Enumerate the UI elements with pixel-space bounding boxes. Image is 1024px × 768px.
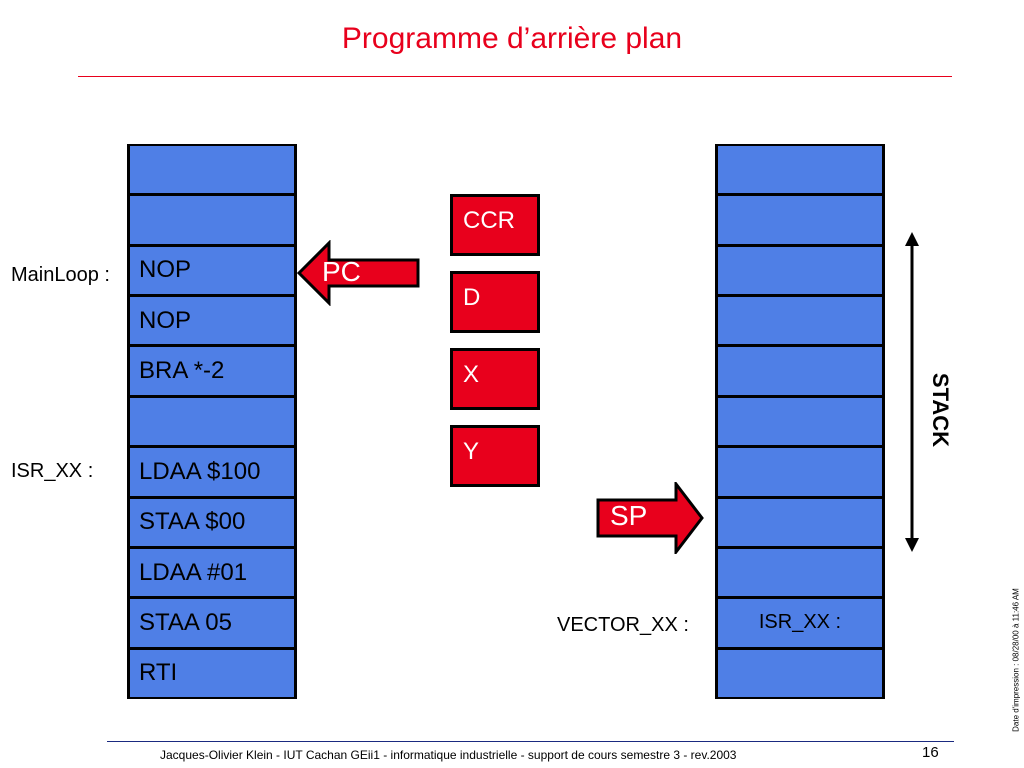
stack-memory-cell <box>718 196 882 244</box>
program-memory-cell <box>130 196 294 244</box>
print-date: Date d'impression : 08/28/00 à 11:46 AM <box>1011 588 1021 732</box>
isr-label: ISR_XX : <box>11 460 94 482</box>
page-number: 16 <box>922 744 939 761</box>
program-memory-cell: BRA *-2 <box>130 347 294 395</box>
footer-text: Jacques-Olivier Klein - IUT Cachan GEii1… <box>160 748 737 762</box>
stack-memory-cell: ISR_XX : <box>718 599 882 647</box>
stack-extent-arrow <box>905 232 919 552</box>
stack-memory: ISR_XX : <box>715 144 885 699</box>
program-memory: NOP NOP BRA *-2 LDAA $100 STAA $00 LDAA … <box>127 144 297 699</box>
slide-title: Programme d’arrière plan <box>341 22 683 55</box>
register-y: Y <box>450 425 540 487</box>
register-ccr: CCR <box>450 194 540 256</box>
program-memory-cell: STAA $00 <box>130 498 294 546</box>
stack-memory-cell <box>718 347 882 395</box>
register-d: D <box>450 271 540 333</box>
stack-memory-cell <box>718 297 882 345</box>
stack-memory-cell <box>718 649 882 697</box>
program-memory-cell: STAA 05 <box>130 599 294 647</box>
program-memory-cell: NOP <box>130 297 294 345</box>
program-memory-cell <box>130 146 294 194</box>
stack-memory-cell <box>718 498 882 546</box>
stack-memory-cell <box>718 397 882 446</box>
sp-label: SP <box>610 500 648 531</box>
program-memory-cell <box>130 397 294 446</box>
sp-arrow <box>596 482 704 554</box>
stack-memory-cell <box>718 246 882 295</box>
title-divider <box>78 76 952 77</box>
stack-label: STACK <box>928 372 953 448</box>
stack-memory-cell <box>718 448 882 496</box>
program-memory-cell: RTI <box>130 649 294 697</box>
register-x: X <box>450 348 540 410</box>
mainloop-label: MainLoop : <box>11 264 110 286</box>
stack-memory-cell <box>718 548 882 597</box>
footer-divider <box>107 741 954 742</box>
program-memory-cell: NOP <box>130 246 294 295</box>
vector-label: VECTOR_XX : <box>557 614 689 636</box>
program-memory-cell: LDAA #01 <box>130 548 294 597</box>
program-memory-cell: LDAA $100 <box>130 448 294 496</box>
pc-arrow <box>296 240 420 306</box>
pc-label: PC <box>322 256 361 287</box>
stack-memory-cell <box>718 146 882 194</box>
